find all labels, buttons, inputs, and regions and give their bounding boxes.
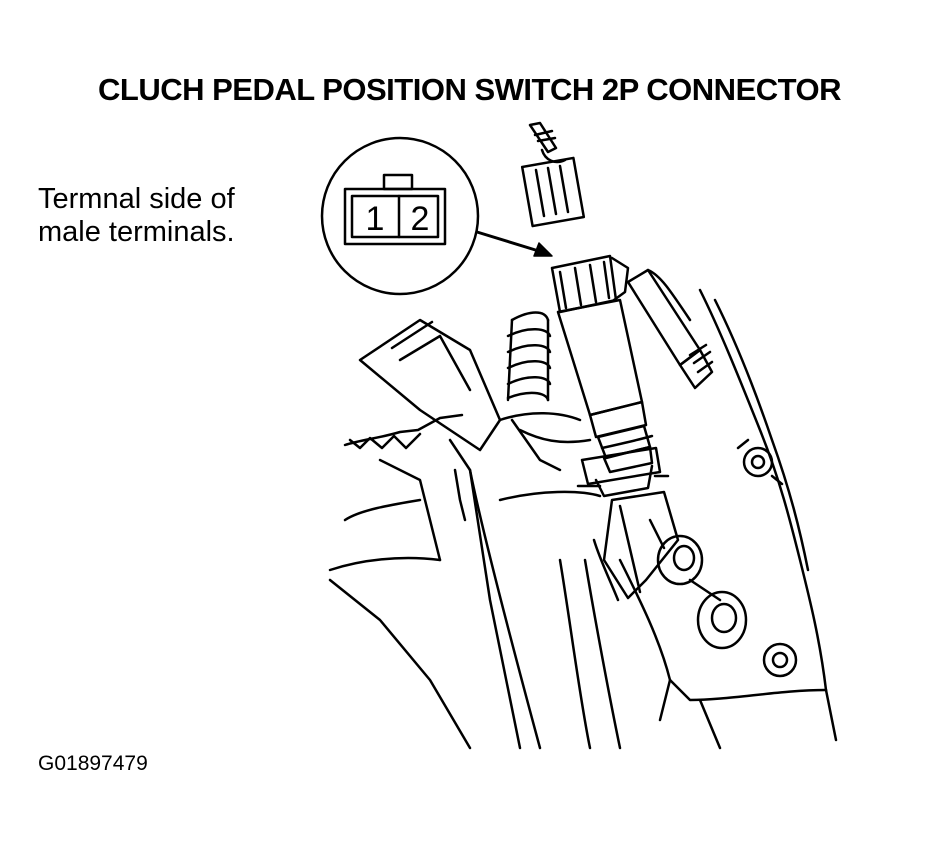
dash-panel-structure: [328, 318, 622, 750]
connector-lock-tab: [382, 173, 414, 191]
pivot-bushing: [656, 534, 748, 650]
connector-pin-2-label: 2: [411, 200, 430, 238]
callout-arrow: [475, 230, 553, 257]
return-spring: [506, 311, 552, 402]
mounting-nut: [576, 446, 670, 498]
connector-housing-outer: [343, 187, 447, 246]
connector-callout: 1 2: [320, 136, 480, 296]
figure-id: G01897479: [38, 752, 148, 775]
diagram-title: CLUCH PEDAL POSITION SWITCH 2P CONNECTOR: [98, 72, 842, 107]
caption-line-1: Termnal side of: [38, 183, 235, 215]
caption-line-2: male terminals.: [38, 216, 235, 248]
terminal-side-caption: Termnal side of male terminals.: [38, 183, 235, 249]
harness-connector: [520, 121, 586, 228]
pedal-arm: [592, 490, 680, 602]
switch-connector: [550, 254, 630, 314]
pedal-bracket: [618, 288, 838, 750]
connector-pin-1-label: 1: [366, 200, 385, 238]
clutch-switch-body: [556, 298, 654, 474]
connector-housing-inner: [350, 194, 440, 239]
callout-circle: [320, 136, 480, 296]
switch-wire-lead: [626, 268, 714, 390]
